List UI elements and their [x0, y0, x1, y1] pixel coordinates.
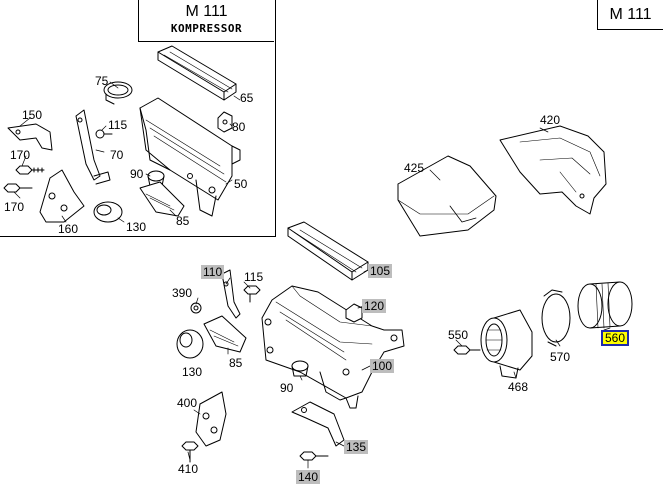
callout-110[interactable]: 110 [201, 265, 225, 279]
inset-bolt-115 [95, 129, 113, 139]
inset-brand-label: KOMPRESSOR [170, 22, 243, 35]
callout-100[interactable]: 100 [370, 359, 395, 373]
inset-bracket-160 [39, 169, 85, 223]
callout-135[interactable]: 135 [344, 440, 369, 454]
callout-inset-160[interactable]: 160 [58, 222, 79, 236]
intake-duct-85 [203, 315, 247, 353]
callout-140[interactable]: 140 [296, 470, 321, 484]
inset-bolt-170b [3, 183, 33, 193]
callout-115[interactable]: 115 [244, 270, 264, 284]
callout-400[interactable]: 400 [177, 396, 198, 410]
filter-element-105 [287, 221, 369, 281]
callout-inset-170a[interactable]: 170 [10, 148, 31, 162]
screw-550 [453, 345, 481, 355]
callout-inset-90[interactable]: 90 [130, 167, 144, 181]
callout-425[interactable]: 425 [404, 161, 425, 175]
clip-120 [345, 303, 363, 323]
hose-clamp-570 [541, 289, 571, 347]
intake-hose-560 [577, 281, 633, 329]
inset-frame [0, 0, 276, 237]
callout-120[interactable]: 120 [362, 299, 387, 313]
inset-foam-130 [93, 201, 123, 223]
callout-130[interactable]: 130 [182, 365, 203, 379]
bolt-140 [299, 451, 329, 461]
bracket-110 [221, 269, 241, 319]
inset-clamp-75 [103, 81, 133, 105]
callout-550[interactable]: 550 [448, 328, 469, 342]
callout-570[interactable]: 570 [550, 350, 571, 364]
callout-560-selected[interactable]: 560 [601, 330, 630, 346]
engine-cover-420 [499, 125, 607, 215]
inset-duct-85 [139, 181, 185, 217]
callout-inset-85[interactable]: 85 [176, 214, 190, 228]
callout-inset-70[interactable]: 70 [110, 148, 124, 162]
inset-filter-element-65 [157, 45, 237, 101]
callout-410[interactable]: 410 [178, 462, 199, 476]
callout-390[interactable]: 390 [172, 286, 193, 300]
inset-bolt-170a [15, 165, 45, 175]
callout-468[interactable]: 468 [508, 380, 529, 394]
inset-housing-50 [139, 97, 241, 217]
callout-inset-75[interactable]: 75 [95, 74, 109, 88]
foam-pad-130 [176, 329, 204, 359]
inset-model-label: M 111 [185, 3, 228, 20]
bracket-400 [195, 391, 227, 447]
bolt-115 [243, 285, 261, 303]
inset-clip-80 [217, 111, 233, 133]
model-label: M 111 [597, 0, 663, 30]
callout-inset-170b[interactable]: 170 [4, 200, 25, 214]
callout-105[interactable]: 105 [368, 264, 393, 278]
callout-inset-150[interactable]: 150 [22, 108, 43, 122]
callout-85[interactable]: 85 [229, 356, 243, 370]
callout-inset-130[interactable]: 130 [126, 220, 147, 234]
callout-90[interactable]: 90 [280, 381, 294, 395]
inset-bracket-70 [75, 109, 111, 185]
inset-title-box: M 111 KOMPRESSOR [138, 0, 274, 42]
callout-inset-80[interactable]: 80 [232, 120, 246, 134]
bracket-135 [291, 401, 345, 447]
callout-inset-50[interactable]: 50 [234, 177, 248, 191]
inset-bracket-150 [7, 123, 53, 151]
mass-airflow-sensor-468 [480, 309, 533, 379]
callout-420[interactable]: 420 [540, 113, 561, 127]
callout-inset-115[interactable]: 115 [108, 118, 128, 132]
callout-inset-65[interactable]: 65 [240, 91, 254, 105]
engine-cover-425 [397, 155, 497, 237]
washer-390 [190, 302, 202, 314]
